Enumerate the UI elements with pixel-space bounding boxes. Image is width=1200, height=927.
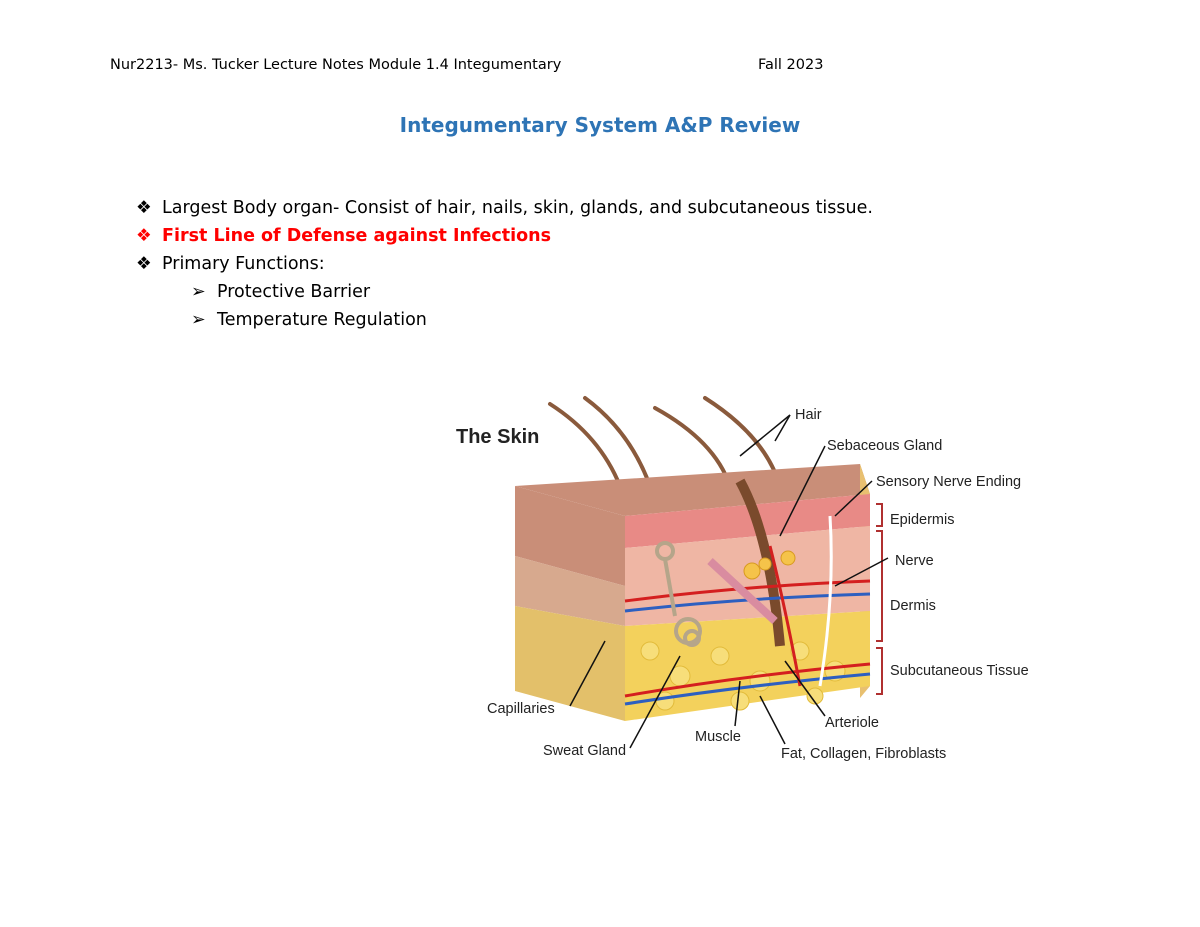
label-muscle: Muscle (695, 729, 741, 745)
bullet-item-functions: ❖ Primary Functions: (136, 252, 873, 280)
leader-lines (569, 414, 889, 749)
header-course-title: Nur2213- Ms. Tucker Lecture Notes Module… (110, 57, 562, 73)
blood-vessels (624, 545, 871, 706)
diamond-bullet-icon: ❖ (136, 226, 152, 246)
arrow-bullet-icon: ➢ (191, 282, 206, 302)
label-dermis: Dermis (890, 598, 936, 614)
skin-left-face (515, 486, 625, 721)
bullet-text: First Line of Defense against Infections (162, 226, 552, 246)
label-capillaries: Capillaries (487, 701, 555, 717)
skin-surface (515, 464, 870, 516)
bullet-item-organ: ❖ Largest Body organ- Consist of hair, na… (136, 196, 873, 224)
skin-diagram: The Skin Hair Sebaceous Gland Sensory Ne… (456, 396, 1029, 762)
label-fat-collagen-fibroblasts: Fat, Collagen, Fibroblasts (781, 746, 946, 762)
label-arteriole: Arteriole (825, 715, 879, 731)
diamond-bullet-icon: ❖ (136, 198, 152, 218)
label-sweat-gland: Sweat Gland (543, 743, 626, 759)
subbullet-text: Protective Barrier (217, 282, 371, 302)
nerve-fiber (818, 515, 833, 687)
sebaceous-gland-shape (743, 550, 796, 580)
subbullet-item-temperature: ➢ Temperature Regulation (136, 308, 873, 336)
hair-follicle (735, 478, 785, 647)
subbullet-text: Temperature Regulation (217, 310, 427, 330)
label-epidermis: Epidermis (890, 512, 954, 528)
bullet-text: Largest Body organ- Consist of hair, nai… (162, 198, 873, 218)
diamond-bullet-icon: ❖ (136, 254, 152, 274)
sweat-gland-coil (655, 541, 702, 647)
label-subcutaneous-tissue: Subcutaneous Tissue (890, 663, 1029, 679)
bullet-list: ❖ Largest Body organ- Consist of hair, na… (136, 196, 873, 336)
page-title: Integumentary System A&P Review (399, 113, 801, 137)
label-nerve: Nerve (895, 553, 934, 569)
arrow-bullet-icon: ➢ (191, 310, 206, 330)
label-sensory-nerve-ending: Sensory Nerve Ending (876, 474, 1021, 490)
subbullet-item-barrier: ➢ Protective Barrier (136, 280, 873, 308)
bullet-item-defense: ❖ First Line of Defense against Infection… (136, 224, 873, 252)
label-hair: Hair (795, 407, 822, 423)
layer-bracket (876, 503, 883, 695)
bullet-text: Primary Functions: (162, 254, 325, 274)
label-sebaceous-gland: Sebaceous Gland (827, 438, 942, 454)
arrector-muscle (707, 558, 778, 624)
figure-title: The Skin (456, 426, 539, 448)
header-term: Fall 2023 (758, 57, 824, 73)
